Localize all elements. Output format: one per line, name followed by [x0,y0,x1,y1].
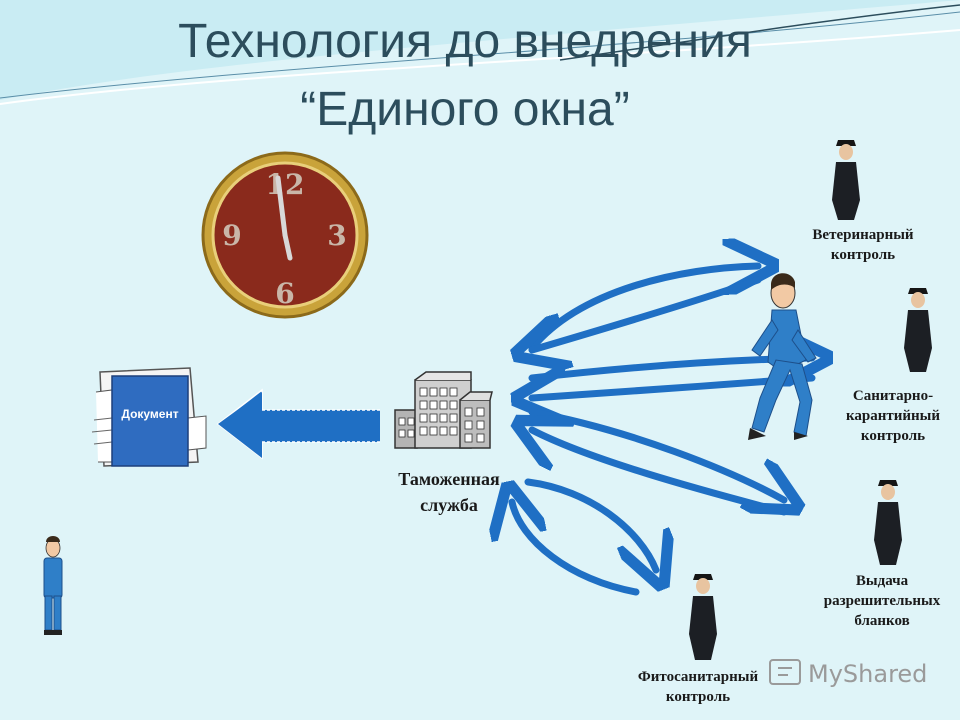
arrow-to-veterinary [528,266,758,352]
clock-number-3: 3 [327,219,346,252]
label-phytosanitary: Фитосанитарный контроль [616,667,780,707]
arrow-from-permits [532,430,788,516]
clock-icon: 12 3 6 9 [201,151,369,319]
clock-number-9: 9 [222,219,241,252]
customs-label-line2: служба [420,495,478,515]
arrow-from-phytosanitary [512,502,640,596]
label-phytosanitary-line2: контроль [665,689,731,705]
walking-man-icon [748,273,817,440]
document-stack-icon [91,367,207,467]
clock-number-12: 12 [266,168,305,201]
header-wave-decoration [0,0,960,105]
label-permits-line3: бланков [854,613,910,629]
label-veterinary-line2: контроль [830,247,896,263]
watermark-logo-icon [769,659,801,685]
arrow-to-phytosanitary [524,478,656,570]
label-sanitary-line1: Санитарно- [852,388,934,404]
customs-label-line1: Таможенная [398,469,500,489]
label-permits-line2: разрешительных [823,593,941,609]
officer-veterinary-icon [832,140,860,220]
arrow-to-document [216,388,380,460]
document-label: Документ [121,407,179,421]
customs-label: Таможенная служба [368,466,530,518]
page-title-line1: Технология до внедрения [178,15,752,68]
officer-permits-icon [874,480,902,565]
arrow-to-permits [528,408,784,500]
customs-building-icon [394,371,493,449]
label-sanitary-line2: карантийный [845,408,941,424]
label-veterinary: Ветеринарный контроль [790,225,936,265]
label-sanitary: Санитарно- карантийный контроль [826,386,960,446]
officer-sanitary-icon [904,288,932,372]
flow-arrows [512,266,812,592]
watermark-text: MyShared [808,660,928,688]
label-phytosanitary-line1: Фитосанитарный [637,669,759,685]
page-title-line2: “Единого окна” [300,83,630,136]
label-permits: Выдача разрешительных бланков [804,571,960,631]
arrow-from-veterinary [532,276,762,350]
officer-phytosanitary-icon [689,574,717,660]
clock-number-6: 6 [275,277,294,310]
label-sanitary-line3: контроль [860,428,926,444]
label-permits-line1: Выдача [855,573,909,589]
standing-man-icon [43,536,63,635]
label-veterinary-line1: Ветеринарный [812,227,914,243]
